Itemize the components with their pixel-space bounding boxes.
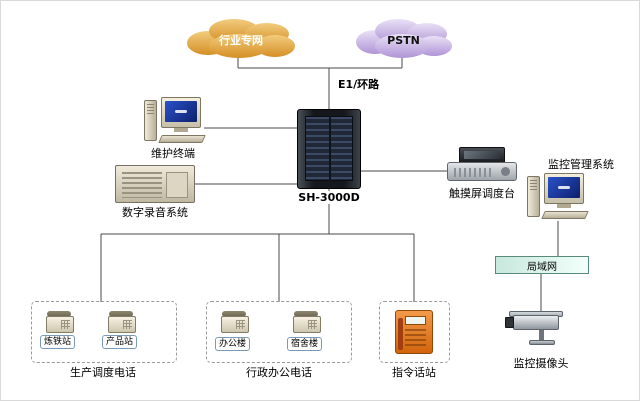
command-station-icon (395, 310, 433, 354)
command-station-label: 指令话站 (392, 366, 436, 379)
camera-lens (505, 317, 514, 328)
phone-body (221, 316, 249, 333)
server-cabinet-icon (297, 109, 361, 189)
camera-body (513, 315, 559, 330)
telephone-icon (221, 311, 249, 333)
pc-tower (144, 100, 157, 141)
phone-body (108, 316, 136, 333)
recorder-panel (166, 172, 188, 198)
cloud-shape-icon (187, 19, 295, 58)
pc-tower-slots (147, 104, 154, 114)
monitoring-system-label: 监控管理系统 (548, 158, 614, 171)
console-dial (501, 167, 510, 176)
production-phones-label: 生产调度电话 (70, 366, 136, 379)
admin-phones-group-box (206, 301, 352, 363)
lan-label: 局域网 (527, 261, 557, 273)
monitoring-system-computer-icon (527, 173, 589, 223)
pstn-label: PSTN (387, 33, 420, 47)
camera-label: 监控摄像头 (513, 357, 569, 370)
phone-body (293, 316, 321, 333)
pc-tower (527, 176, 540, 217)
recording-system-icon (115, 165, 195, 203)
command-station-keys (405, 329, 426, 349)
pc-screen (165, 101, 197, 122)
phone-body (46, 316, 74, 333)
pc-monitor-stand (174, 128, 188, 132)
station-tag: 宿舍楼 (287, 337, 323, 351)
station-tag: 炼铁站 (40, 335, 76, 349)
recording-system-label: 数字录音系统 (122, 206, 188, 219)
telephone-icon (108, 311, 136, 333)
pc-screen (548, 177, 580, 198)
command-station-screen (405, 316, 426, 325)
production-phones-group-box (31, 301, 177, 363)
pc-keyboard (541, 211, 589, 219)
industry-network-label: 行业专网 (219, 34, 263, 47)
station-tag: 产品站 (102, 335, 138, 349)
console-keys (454, 168, 494, 177)
phone-keypad (123, 320, 132, 329)
phone-keypad (236, 320, 245, 329)
touchscreen-console-label: 触摸屏调度台 (449, 187, 515, 200)
phone-keypad (61, 320, 70, 329)
maintenance-terminal-label: 维护终端 (151, 147, 195, 160)
server-panel-divider (329, 116, 331, 181)
admin-phones-label: 行政办公电话 (246, 366, 312, 379)
phone-handset (109, 311, 133, 317)
pc-monitor (161, 97, 201, 128)
pc-keyboard (158, 135, 206, 143)
camera-base (529, 340, 555, 345)
industry-network-cloud: 行业专网 (182, 16, 300, 60)
server-label: SH-3000D (295, 191, 363, 204)
station-tag: 办公楼 (215, 337, 251, 351)
console-body (447, 162, 517, 181)
pstn-cloud: PSTN (351, 16, 456, 60)
command-station-group-box (379, 301, 450, 363)
e1-trunk-label: E1/环路 (338, 78, 380, 91)
phone-handset (47, 311, 71, 317)
maintenance-terminal-computer-icon (144, 97, 206, 147)
command-station-handset (398, 318, 403, 350)
lan-node: 局域网 (495, 256, 589, 274)
telephone-icon (293, 311, 321, 333)
pc-monitor-stand (557, 204, 571, 208)
phone-keypad (308, 320, 317, 329)
phone-handset (294, 311, 318, 317)
surveillance-camera-icon (501, 309, 577, 353)
cloud-shape-icon (356, 19, 452, 58)
pc-tower-slots (530, 180, 537, 190)
phone-handset (222, 311, 246, 317)
telephone-icon (46, 311, 74, 333)
recorder-vents (122, 172, 162, 198)
touchscreen-console-icon (447, 147, 517, 183)
camera-mount (539, 330, 544, 341)
pc-monitor (544, 173, 584, 204)
